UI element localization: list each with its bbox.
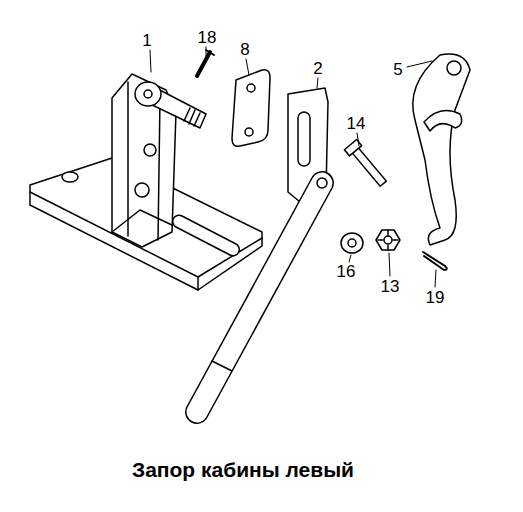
- callout-number: 18: [196, 28, 219, 47]
- plate-outline: [232, 70, 270, 147]
- pin-head: [206, 50, 214, 55]
- bolt-head: [344, 139, 361, 155]
- callout-number: 2: [311, 59, 324, 78]
- nut-slot: [378, 230, 398, 250]
- upright-hole: [135, 183, 149, 197]
- castle-nut: [376, 230, 400, 250]
- pivot-boss-hole: [144, 90, 152, 98]
- washer: [341, 233, 363, 253]
- upright-rib: [112, 210, 172, 232]
- upright-hole: [144, 144, 156, 156]
- lock-plate: [232, 70, 270, 147]
- plate-hole: [247, 84, 255, 92]
- lock-bracket: [30, 74, 262, 290]
- callout-number: 1: [140, 31, 153, 50]
- cotter-pin-body: [423, 252, 447, 270]
- hook-hole: [447, 61, 461, 75]
- leader-line: [349, 255, 351, 262]
- callout-number: 16: [335, 262, 358, 281]
- leader-line: [435, 270, 436, 287]
- leader-line: [150, 50, 151, 72]
- leader-line: [246, 59, 249, 75]
- washer-hole: [348, 239, 356, 247]
- shaft-thread: [184, 108, 200, 126]
- base-hole: [62, 172, 78, 182]
- pivot-boss: [135, 82, 161, 106]
- bracket-edge: [197, 277, 199, 290]
- callout-number: 14: [345, 114, 368, 133]
- callout-number: 8: [238, 40, 251, 59]
- nut-hole: [384, 236, 392, 244]
- leader-line: [317, 78, 318, 88]
- callout-number: 13: [379, 277, 402, 296]
- plate-hole: [245, 128, 253, 136]
- leader-line: [357, 133, 359, 146]
- leader-line: [206, 47, 207, 56]
- callout-number: 19: [424, 288, 447, 307]
- caption: Запор кабины левый: [132, 458, 354, 482]
- leader-lines: [150, 47, 436, 287]
- cotter-pin: [423, 252, 447, 270]
- callout-number: 5: [391, 60, 404, 79]
- lever-grip-line: [212, 361, 232, 371]
- lever: [186, 88, 333, 423]
- lever-arm: [186, 172, 333, 423]
- lever-slot: [298, 112, 310, 166]
- bolt: [344, 139, 389, 188]
- hook-slot: [424, 110, 462, 131]
- base-slot: [173, 215, 240, 256]
- leader-line: [389, 253, 390, 276]
- lever-pivot-hole: [317, 178, 327, 188]
- bolt-shaft: [352, 147, 386, 186]
- nut-outline: [376, 230, 400, 250]
- pin-body: [197, 52, 210, 76]
- hook: [413, 54, 470, 245]
- washer-outline: [341, 233, 363, 253]
- hook-outline: [413, 54, 470, 245]
- leader-line: [407, 61, 432, 67]
